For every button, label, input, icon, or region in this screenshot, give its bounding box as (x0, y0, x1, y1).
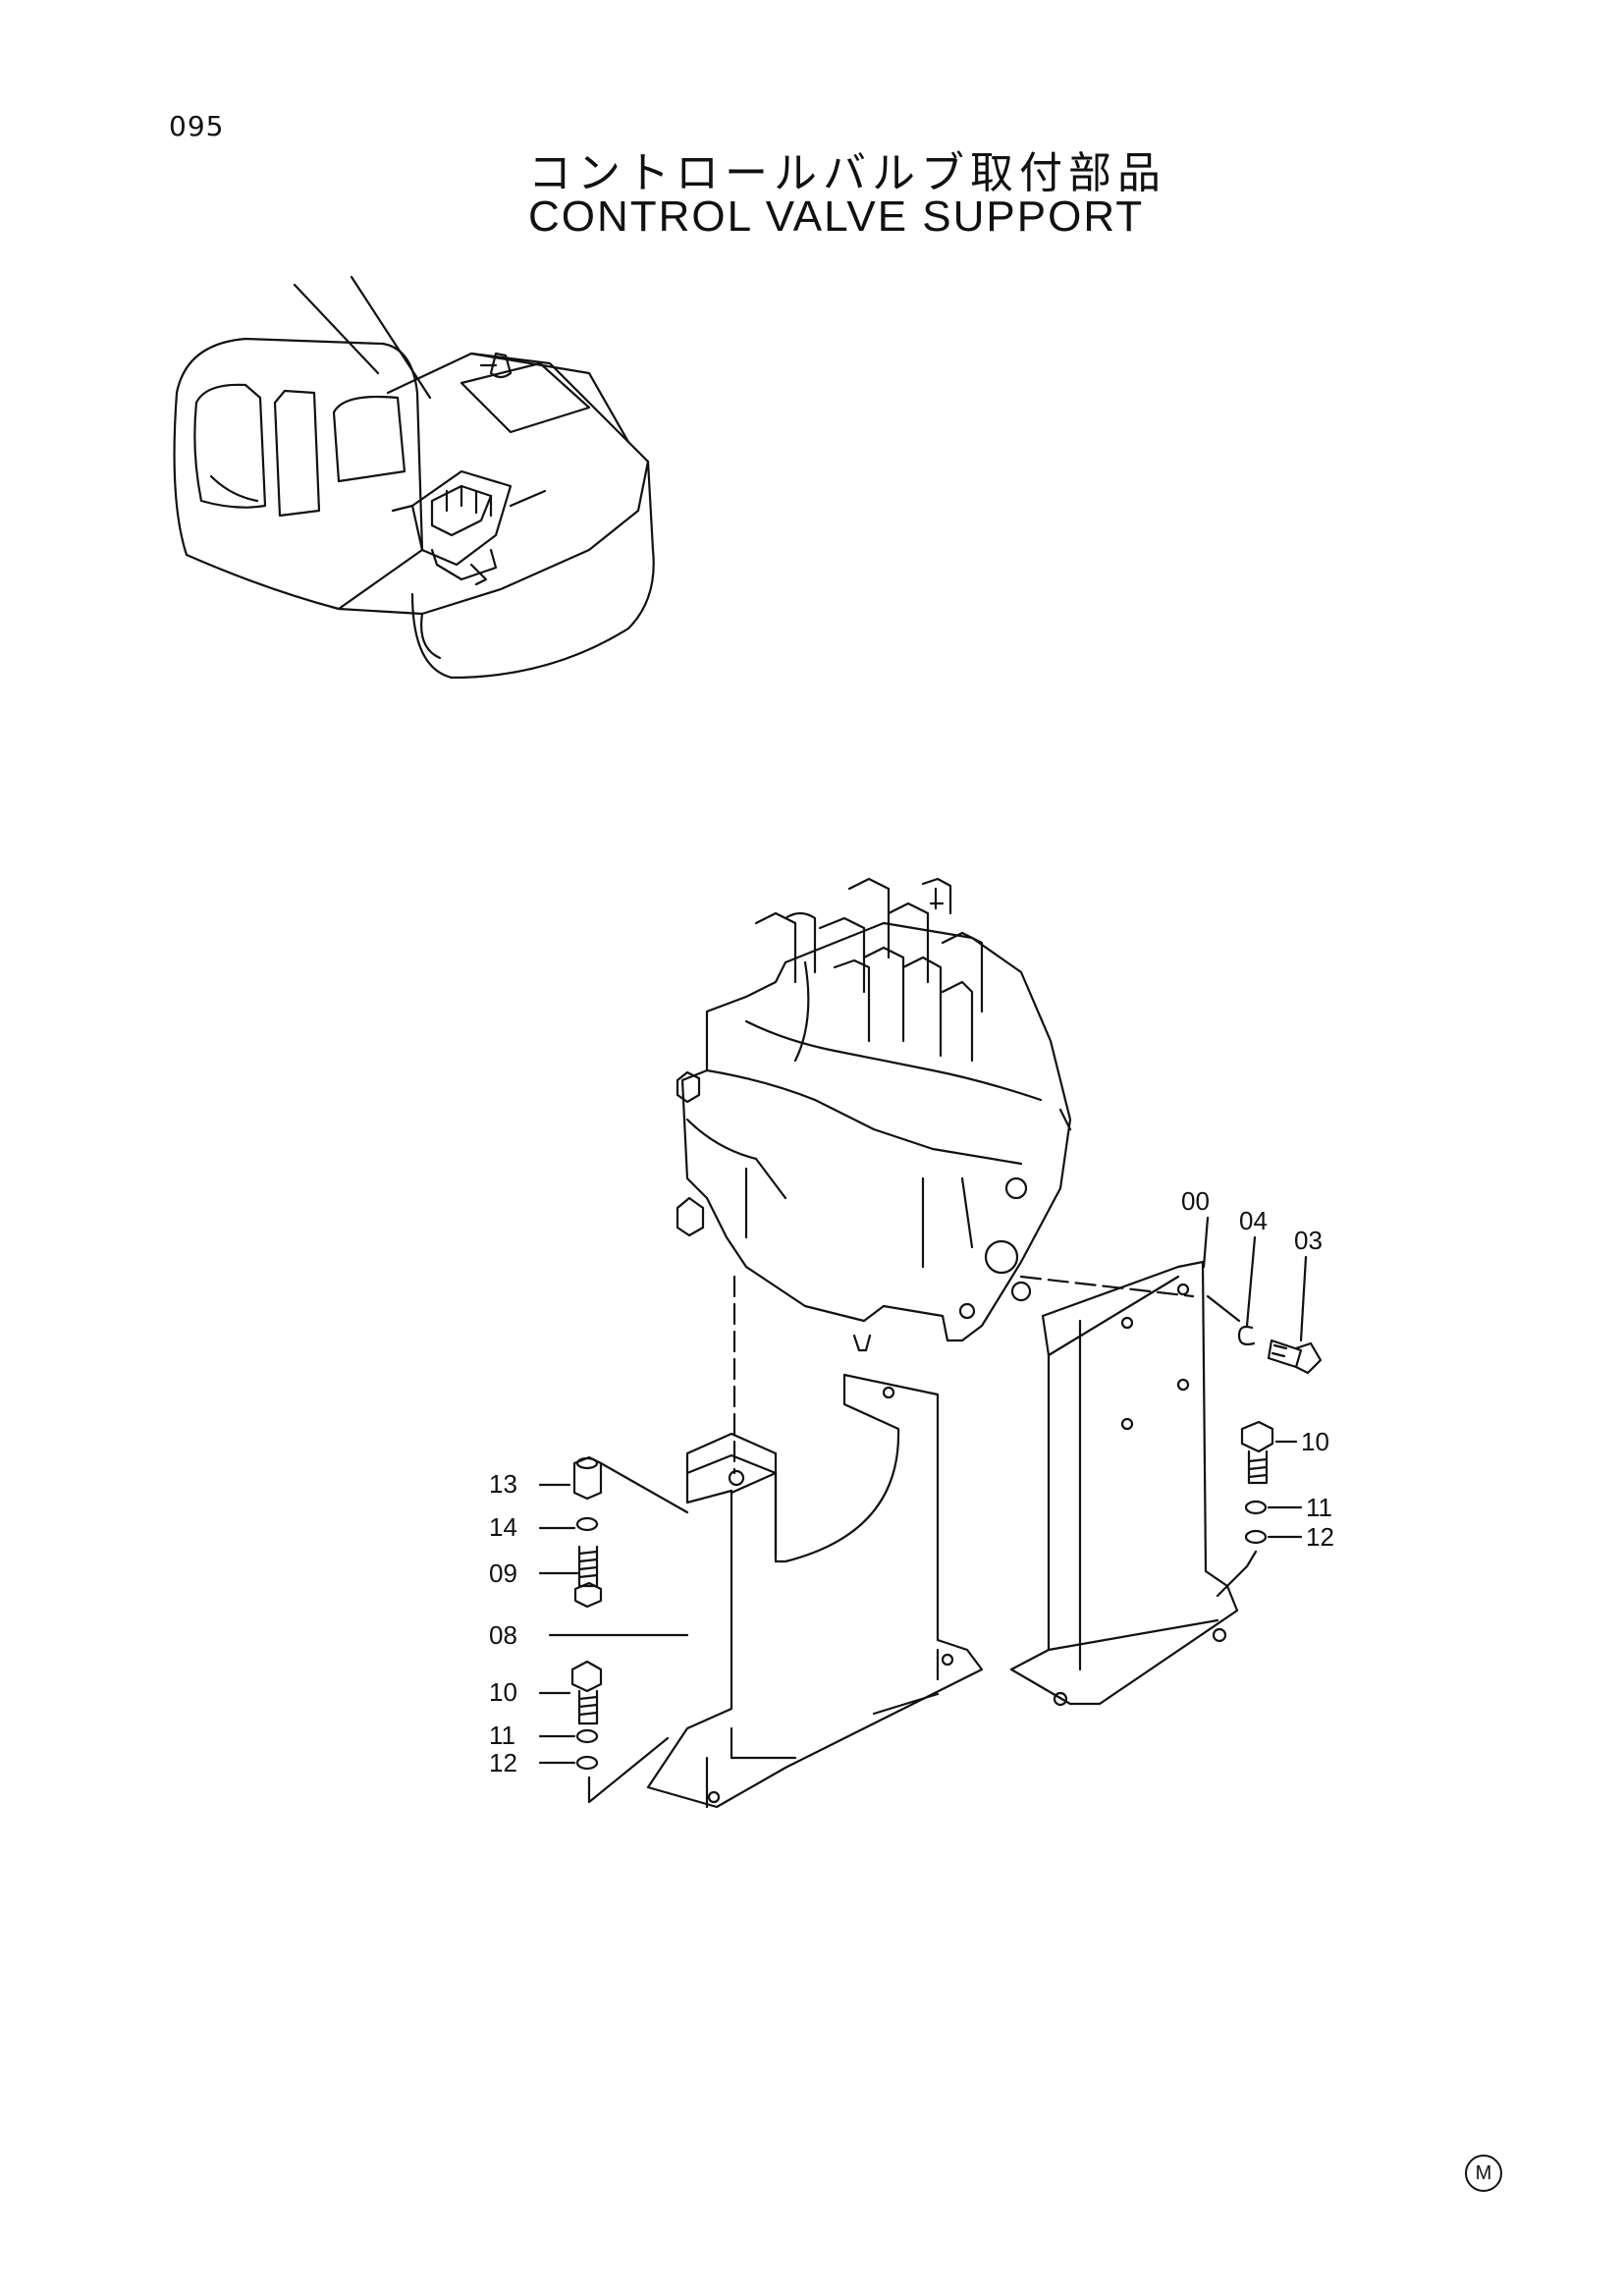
right-support-bracket (1009, 1260, 1239, 1707)
page-number: 095 (169, 110, 225, 142)
callout-11-left: 11 (489, 1721, 515, 1750)
bolt-10-left-icon (570, 1660, 603, 1725)
washer-14-icon (575, 1516, 599, 1532)
title-japanese: コントロールバルブ取付部品 (528, 148, 1166, 198)
washer-04-icon (1237, 1325, 1256, 1346)
excavator-overview-illustration (173, 275, 655, 680)
washer-12-left-icon (575, 1755, 599, 1771)
callout-00: 00 (1181, 1186, 1210, 1216)
bolt-03-icon (1267, 1339, 1323, 1375)
callout-03: 03 (1294, 1226, 1323, 1255)
spring-washer-11-right-icon (1244, 1500, 1268, 1515)
left-support-bracket (646, 1373, 984, 1809)
callout-12-right: 12 (1306, 1522, 1334, 1552)
callout-11-right: 11 (1306, 1493, 1332, 1522)
callout-labels: 00 04 03 10 11 12 13 14 09 08 10 11 12 (489, 1186, 1334, 1777)
callout-08: 08 (489, 1620, 517, 1650)
callout-13: 13 (489, 1469, 517, 1499)
spring-washer-11-left-icon (575, 1728, 599, 1744)
callout-09: 09 (489, 1558, 517, 1588)
stud-09-icon (573, 1545, 603, 1609)
washer-12-right-icon (1244, 1529, 1268, 1545)
title-english: CONTROL VALVE SUPPORT (528, 192, 1145, 241)
callout-10-left: 10 (489, 1677, 517, 1707)
footer-mark: M (1465, 2155, 1502, 2192)
callout-10-right: 10 (1301, 1427, 1329, 1456)
bolt-10-right-icon (1240, 1420, 1274, 1485)
nut-13-icon (572, 1455, 603, 1501)
control-valve-illustration (676, 877, 1072, 1352)
callout-12-left: 12 (489, 1748, 517, 1777)
callout-14: 14 (489, 1512, 517, 1542)
callout-04: 04 (1239, 1206, 1268, 1235)
